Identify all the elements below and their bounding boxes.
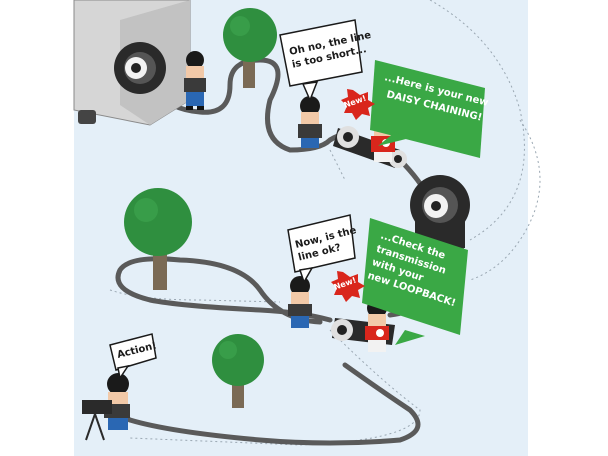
callout-daisy-chaining: ...Here is your new DAISY CHAINING! bbox=[370, 60, 489, 158]
callout-loopback: ...Check the transmission with your new … bbox=[362, 218, 468, 345]
truck bbox=[73, 0, 191, 126]
speech-bubble-action: Action! bbox=[109, 333, 158, 380]
new-badge-top: New! bbox=[341, 89, 375, 120]
camera bbox=[82, 400, 112, 414]
person-worker-check bbox=[288, 276, 312, 328]
tree-bottom bbox=[212, 334, 264, 408]
tree-top bbox=[223, 8, 277, 88]
cable-reel-middle bbox=[410, 175, 470, 248]
person-worker-short-line bbox=[298, 96, 322, 148]
person-camera-operator bbox=[82, 373, 130, 441]
new-badge-bottom: New! bbox=[331, 271, 365, 302]
tree-middle bbox=[124, 188, 192, 290]
speech-bubble-line-ok: Now, is the line ok? bbox=[287, 214, 358, 284]
person-worker-truck bbox=[184, 51, 206, 110]
speech-bubble-too-short: Oh no, the line is too short... bbox=[279, 19, 372, 102]
